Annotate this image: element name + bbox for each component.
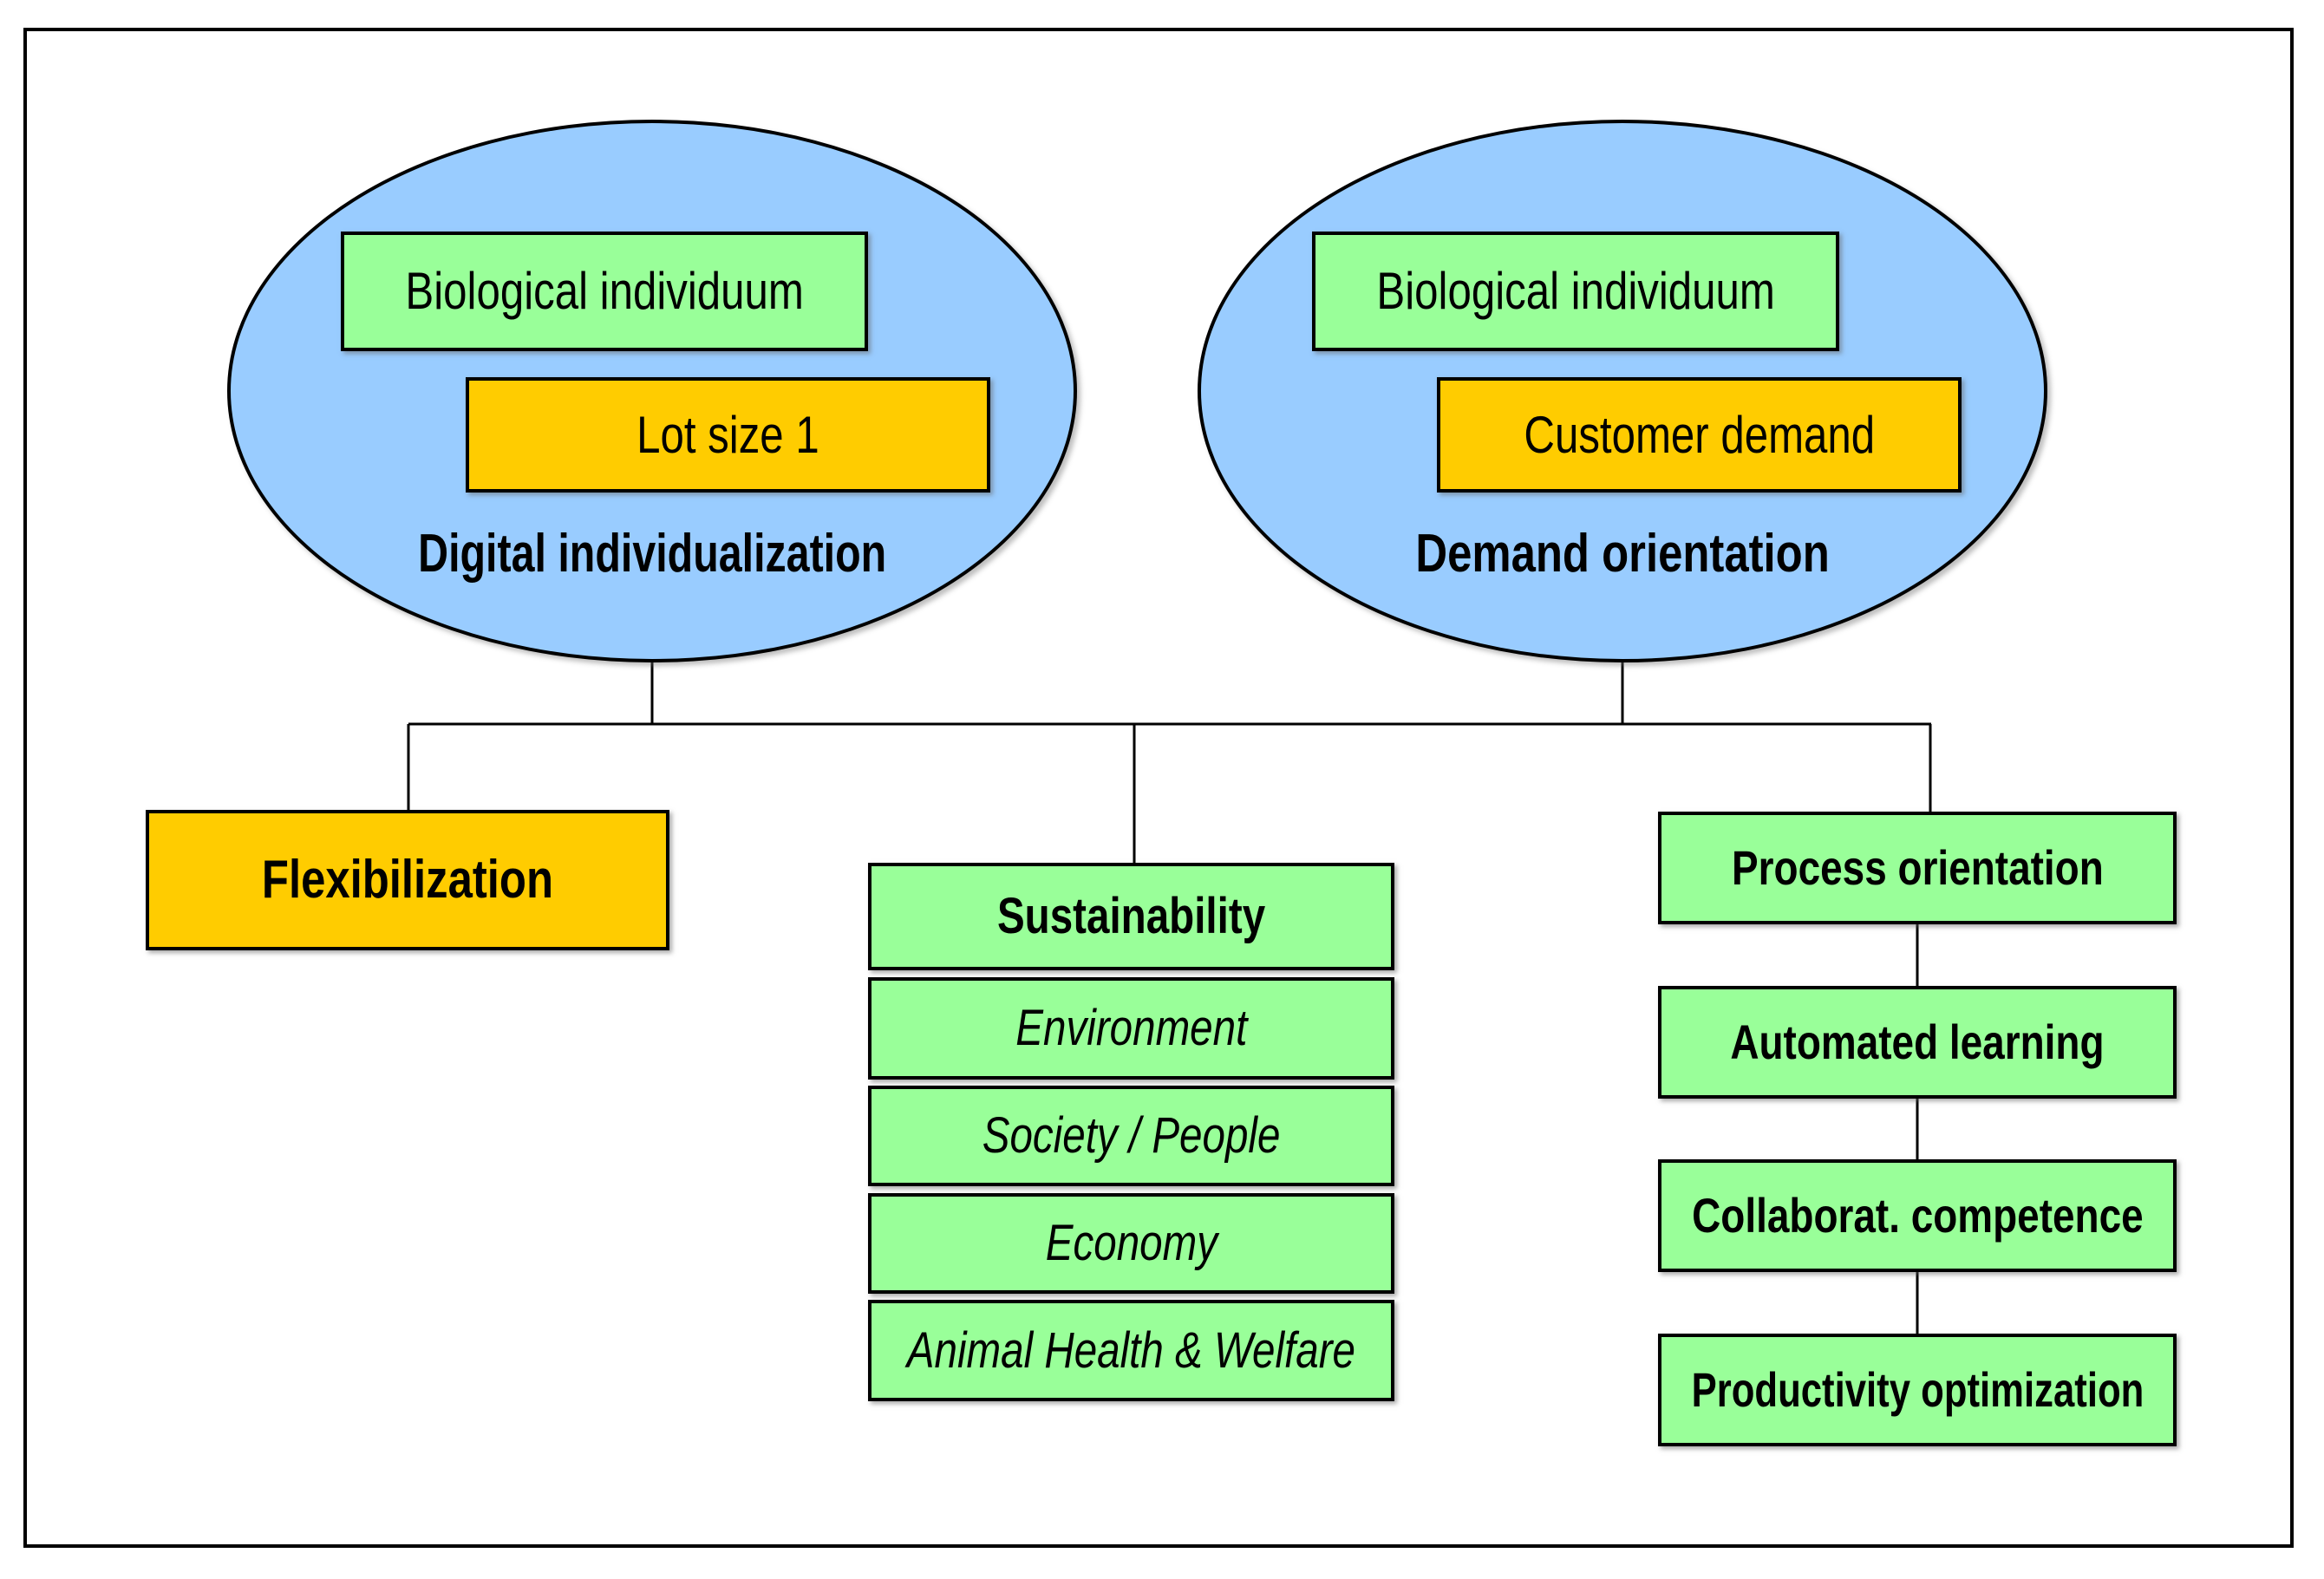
box-label: Process orientation [1731,840,2104,896]
box-label: Animal Health & Welfare [906,1321,1356,1379]
box-economy: Economy [868,1193,1394,1294]
box-label: Society / People [982,1107,1281,1165]
box-label: Environment [1015,1000,1247,1057]
box-label: Customer demand [1524,405,1875,464]
box-process-orientation: Process orientation [1658,812,2177,924]
box-biological-individuum-right: Biological individuum [1312,232,1839,351]
box-customer-demand: Customer demand [1437,377,1962,493]
box-label: Productivity optimization [1691,1362,2144,1418]
box-biological-individuum-left: Biological individuum [341,232,868,351]
box-environment: Environment [868,977,1394,1080]
box-collaborative-competence: Collaborat. competence [1658,1159,2177,1272]
box-label: Sustainability [996,888,1266,945]
ellipse-caption-demand-orientation: Demand orientation [1198,524,2047,584]
caption-label: Digital individualization [417,523,887,584]
box-label: Lot size 1 [636,405,819,464]
box-automated-learning: Automated learning [1658,986,2177,1099]
box-label: Biological individuum [1376,262,1775,320]
box-lot-size-1: Lot size 1 [466,377,990,493]
caption-label: Demand orientation [1415,523,1830,584]
box-animal-health-welfare: Animal Health & Welfare [868,1300,1394,1401]
box-label: Biological individuum [405,262,804,320]
box-label: Automated learning [1730,1015,2105,1070]
outer-border [23,28,2294,1548]
box-label: Collaborat. competence [1691,1188,2144,1243]
box-productivity-optimization: Productivity optimization [1658,1334,2177,1446]
ellipse-caption-digital-individualization: Digital individualization [227,524,1077,584]
box-label: Flexibilization [261,849,554,910]
box-sustainability: Sustainability [868,863,1394,970]
box-society-people: Society / People [868,1086,1394,1186]
box-label: Economy [1045,1215,1217,1272]
box-flexibilization: Flexibilization [146,810,669,950]
